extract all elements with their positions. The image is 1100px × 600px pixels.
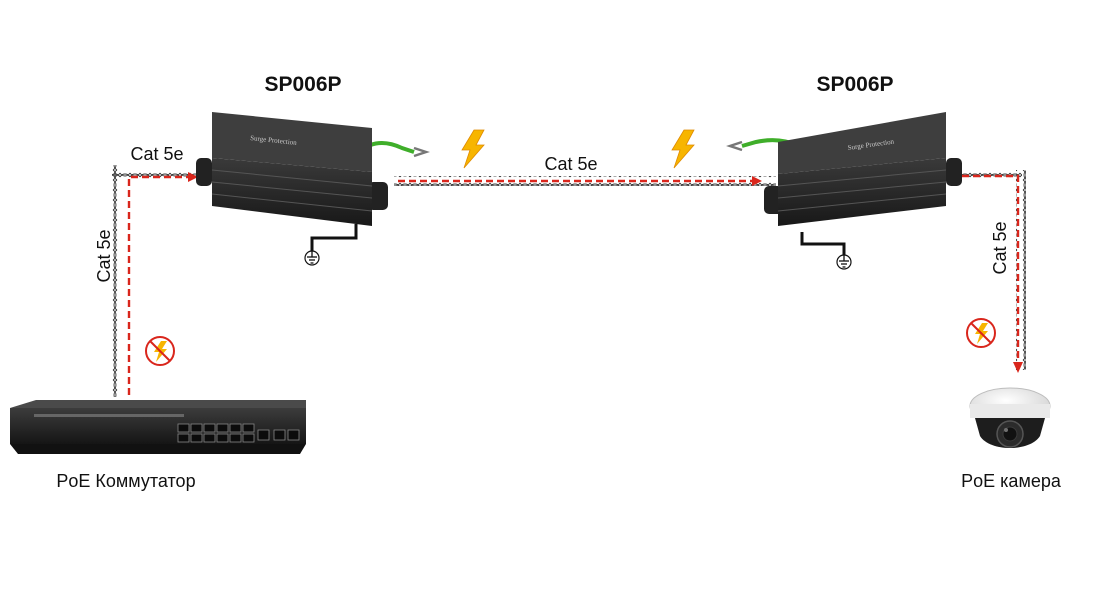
ground-icon bbox=[836, 254, 852, 270]
camera-label: PoE камера bbox=[961, 471, 1062, 491]
mounting-tab bbox=[946, 158, 962, 186]
cable-camera-horizontal bbox=[962, 170, 1022, 180]
lightning-bolt-icon bbox=[671, 129, 695, 169]
cable-switch-vertical bbox=[112, 165, 122, 397]
cable-label-camera-vertical: Cat 5e bbox=[990, 221, 1010, 274]
poe-camera: PoE камера bbox=[961, 387, 1062, 491]
protector-right: SP006P Surge Protection bbox=[726, 73, 962, 270]
cable-label-switch-vertical: Cat 5e bbox=[94, 229, 114, 282]
no-lightning-icon bbox=[966, 318, 996, 348]
mounting-tab bbox=[368, 182, 388, 210]
protector-left-model: SP006P bbox=[264, 73, 341, 96]
cable-camera-vertical bbox=[1016, 170, 1026, 370]
signal-arrowheads bbox=[188, 172, 1023, 373]
switch-label: PoE Коммутатор bbox=[56, 471, 195, 491]
no-lightning-icon bbox=[145, 336, 175, 366]
poe-switch: PoE Коммутатор bbox=[10, 400, 306, 491]
switch-ports bbox=[177, 423, 300, 443]
mounting-tab bbox=[196, 158, 212, 186]
cable-label-switch-horizontal: Cat 5e bbox=[130, 144, 183, 164]
signal-path bbox=[127, 174, 1020, 395]
lightning-bolt-icon bbox=[461, 129, 485, 169]
cable-switch-horizontal bbox=[112, 170, 200, 180]
protector-left: SP006P Surge Protection bbox=[196, 73, 430, 266]
protector-right-model: SP006P bbox=[816, 73, 893, 96]
cable-label-middle: Cat 5e bbox=[544, 154, 597, 174]
ground-icon bbox=[304, 250, 320, 266]
